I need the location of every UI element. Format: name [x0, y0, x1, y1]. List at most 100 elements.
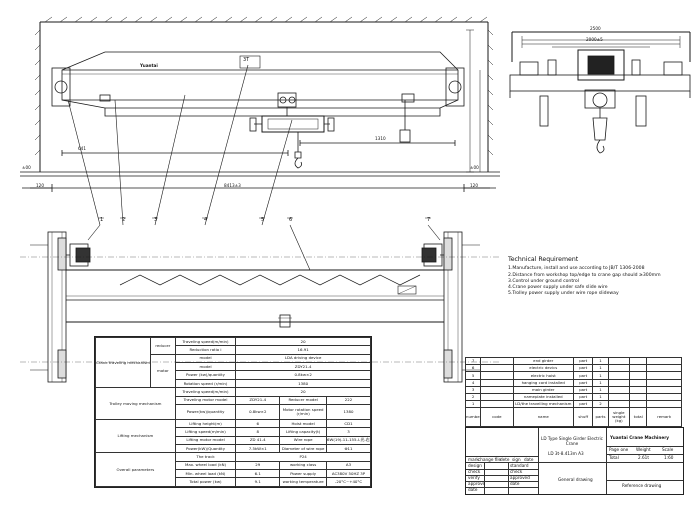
parts-header: parts: [592, 407, 609, 427]
part-name: electric hoist: [512, 371, 574, 380]
spec-group: Trolley moving mechanism: [95, 387, 176, 420]
part-code: [480, 371, 514, 380]
part-number: 4: [464, 378, 482, 387]
part-total: [629, 385, 648, 394]
callout-4: 4: [204, 217, 208, 223]
part-qty: 1: [592, 378, 609, 387]
requirements-title: Technical Requirement: [508, 256, 579, 263]
spec-group: Overall parameters: [95, 452, 176, 487]
spec-label: model: [174, 353, 237, 364]
spec-value: -20°C~+40°C: [326, 477, 371, 487]
dim-height-left: 641: [78, 146, 86, 151]
callout-leaders: [67, 64, 441, 271]
spec-value: 1380: [235, 378, 371, 389]
specification-table: Crane traveling mechanism reducer Travel…: [94, 336, 372, 488]
parts-header: name: [512, 407, 574, 427]
spec-row: Crane traveling mechanism reducer Travel…: [95, 336, 371, 389]
part-unit: part: [572, 392, 594, 402]
spec-label: Total power (kw): [174, 477, 237, 487]
spec-value: 7.5kW×1: [235, 443, 281, 454]
spec-group: Lifting mechanism: [95, 418, 176, 454]
parts-row: 2 nameplate installed part 1: [464, 392, 682, 402]
spec-value: CD1: [326, 418, 371, 429]
part-single-weight: [607, 392, 631, 402]
spec-label: Lifting speed(m/min): [174, 427, 237, 437]
reference-drawing: Reference drawing: [622, 483, 662, 488]
parts-row: 5 electric hoist part 1: [464, 371, 682, 380]
part-number: 6: [464, 364, 482, 373]
role-label: date: [468, 487, 478, 492]
spec-value: ZD 41-4: [235, 435, 281, 446]
part-name: LD/the travelling mechanism: [512, 400, 574, 409]
part-total: [629, 364, 648, 373]
part-single-weight: [607, 356, 631, 366]
spec-label: Diameter of wire rope: [279, 443, 327, 454]
spec-label: Hoist model: [279, 418, 327, 429]
parts-header-row: number code name shuff parts single weig…: [464, 407, 682, 427]
spec-sub: motor: [150, 353, 176, 389]
spec-label: Reducer model: [279, 395, 327, 405]
spec-label: Traveling speed(m/min): [174, 387, 237, 397]
spec-sub: reducer: [150, 337, 176, 355]
dim-side-width: 2500: [590, 26, 601, 31]
spec-label: working temperature: [279, 477, 327, 487]
drawing-name: General drawing: [558, 477, 593, 482]
dim-elev-right: ±00: [470, 165, 479, 170]
total-label: Total: [609, 455, 619, 460]
part-code: [480, 378, 514, 387]
part-remark: [646, 400, 682, 409]
spec-value: 0.8kw×2: [235, 370, 371, 380]
callout-5: 5: [261, 217, 265, 223]
spec-label: Power(kW)/Quantity: [174, 443, 237, 454]
spec-value: 16.91: [235, 345, 371, 355]
callout-2: 2: [122, 217, 126, 223]
spec-value: 8: [235, 427, 281, 437]
rev-header: change file: [478, 457, 502, 462]
spec-value: 20: [235, 387, 371, 397]
spec-label: Rotation speed (r/min): [174, 378, 237, 389]
part-remark: [646, 371, 682, 380]
part-total: [629, 356, 648, 366]
spec-label: model: [174, 362, 237, 372]
spec-label: Power (kw)/quantity: [174, 370, 237, 380]
part-code: [480, 385, 514, 394]
spec-value: 0.8kw×2: [235, 403, 281, 420]
spec-value: 9.1: [235, 477, 281, 487]
part-total: [629, 378, 648, 387]
plan-view: [20, 231, 500, 383]
spec-label: The track: [174, 452, 237, 462]
weight-value: 2.61t: [638, 455, 649, 460]
capacity-tag: 3T: [243, 57, 250, 63]
company-name: Yuantai Crane Machinery: [610, 435, 669, 440]
weight-label: Weight: [636, 447, 651, 452]
part-number: 1: [464, 400, 482, 409]
part-name: nameplate installed: [512, 392, 574, 402]
part-qty: 1: [592, 392, 609, 402]
spec-value: 29: [235, 460, 281, 471]
spec-value: 1380: [326, 403, 371, 420]
parts-header: code: [480, 407, 514, 427]
spec-value: ZDY21-4: [235, 362, 371, 372]
parts-header: total: [629, 407, 648, 427]
callout-1: 1: [100, 217, 104, 223]
rev-header: date: [524, 457, 534, 462]
part-remark: [646, 356, 682, 366]
role-label: verify: [468, 475, 480, 480]
part-remark: [646, 385, 682, 394]
requirement-item: 4.Crane power supply under safe slide wi…: [508, 285, 608, 291]
spec-value: A3: [326, 460, 371, 471]
spec-value: 222: [326, 395, 371, 405]
part-single-weight: [607, 385, 631, 394]
part-remark: [646, 392, 682, 402]
spec-label: Reduction ratio i: [174, 345, 237, 355]
part-number: 5: [464, 371, 482, 380]
parts-header: single weight (kg): [607, 407, 631, 427]
part-total: [629, 400, 648, 409]
part-qty: 1: [592, 371, 609, 380]
dim-elev-left: ±00: [22, 165, 31, 170]
part-single-weight: [607, 378, 631, 387]
spec-label: Motor rotation speed (r/min): [279, 403, 327, 420]
spec-value: P24: [235, 452, 371, 462]
